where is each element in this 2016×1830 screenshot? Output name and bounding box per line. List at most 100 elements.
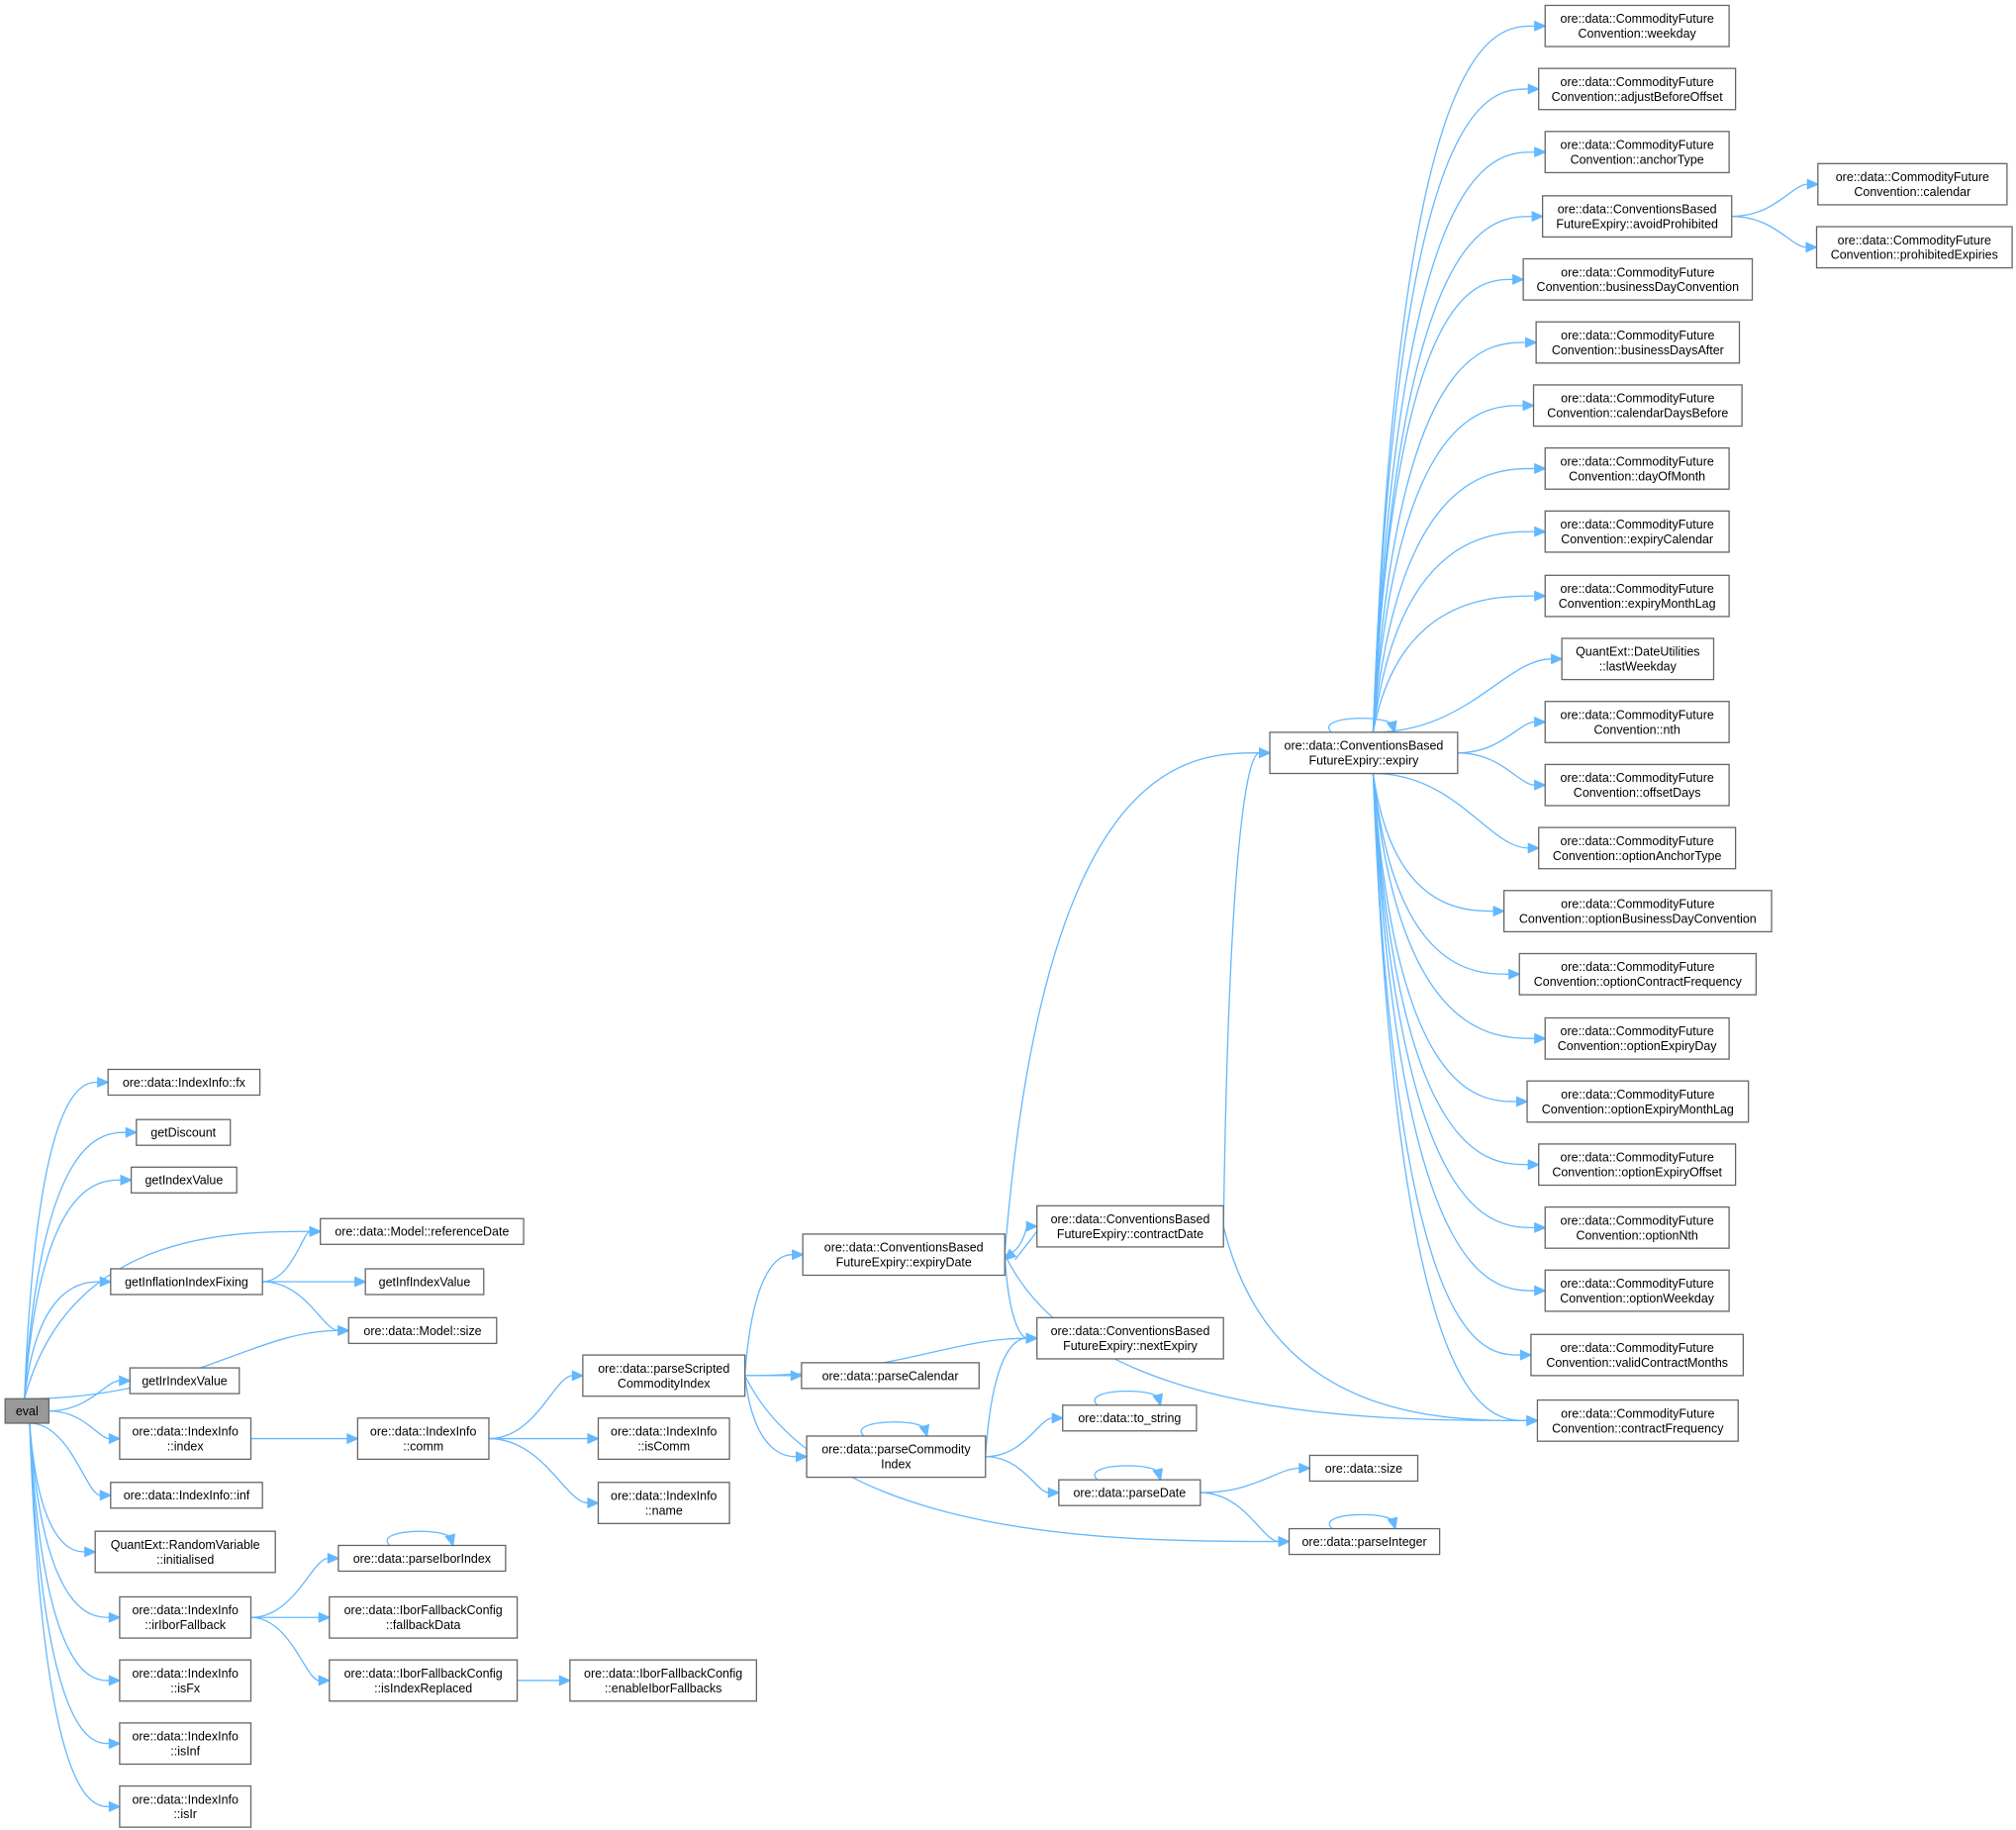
arrowhead <box>318 1675 332 1686</box>
arrowhead <box>587 1497 601 1509</box>
arrowhead <box>309 1225 323 1237</box>
arrowhead <box>1534 1032 1547 1044</box>
arrowhead <box>354 1276 367 1288</box>
node-label: getInfIndexValue <box>379 1275 471 1289</box>
arrowhead <box>918 1423 930 1438</box>
node-get-discount[interactable]: getDiscount <box>136 1118 232 1146</box>
node-option-expiry-month-lag[interactable]: ore::data::CommodityFutureConvention::op… <box>1526 1080 1750 1123</box>
arrowhead <box>1534 1221 1547 1233</box>
node-is-fx[interactable]: ore::data::IndexInfo::isFx <box>119 1659 252 1702</box>
node-box <box>364 1268 485 1296</box>
node-label: Convention::prohibitedExpiries <box>1831 248 1998 262</box>
node-enable-ibor-fallbacks[interactable]: ore::data::IborFallbackConfig::enableIbo… <box>569 1659 758 1702</box>
node-option-expiry-offset[interactable]: ore::data::CommodityFutureConvention::op… <box>1538 1143 1737 1187</box>
node-option-weekday[interactable]: ore::data::CommodityFutureConvention::op… <box>1544 1269 1730 1312</box>
node-parse-integer[interactable]: ore::data::parseInteger <box>1288 1527 1441 1556</box>
node-ir-ibor-fallback[interactable]: ore::data::IndexInfo::irIborFallback <box>119 1595 252 1639</box>
node-option-business-day-convention[interactable]: ore::data::CommodityFutureConvention::op… <box>1502 890 1773 933</box>
node-label: ore::data::Model::size <box>363 1324 481 1338</box>
node-reference-date[interactable]: ore::data::Model::referenceDate <box>320 1217 525 1245</box>
node-label: CommodityIndex <box>618 1377 711 1391</box>
node-fallback-data[interactable]: ore::data::IborFallbackConfig::fallbackD… <box>329 1595 519 1639</box>
node-is-comm[interactable]: ore::data::IndexInfo::isComm <box>597 1417 730 1461</box>
node-box <box>1036 1316 1224 1360</box>
node-option-anchor-type[interactable]: ore::data::CommodityFutureConvention::op… <box>1538 826 1737 870</box>
node-expiry-calendar[interactable]: ore::data::CommodityFutureConvention::ex… <box>1544 510 1730 553</box>
node-index[interactable]: ore::data::IndexInfo::index <box>119 1417 252 1461</box>
edge-expiry-to-contract-frequency <box>1372 773 1540 1426</box>
node-expiry-date[interactable]: ore::data::ConventionsBasedFutureExpiry:… <box>802 1233 1006 1277</box>
arrowhead <box>99 1276 113 1288</box>
node-label: ::initialised <box>156 1553 214 1567</box>
node-parse-ibor-index[interactable]: ore::data::parseIborIndex <box>337 1544 507 1573</box>
node-avoid-prohibited[interactable]: ore::data::ConventionsBasedFutureExpiry:… <box>1541 195 1733 239</box>
node-contract-date[interactable]: ore::data::ConventionsBasedFutureExpiry:… <box>1036 1204 1224 1248</box>
node-get-ir-index-value[interactable]: getIrIndexValue <box>129 1367 240 1395</box>
node-size[interactable]: ore::data::size <box>1308 1454 1419 1483</box>
edge-expiry-to-business-days-after <box>1372 337 1538 732</box>
node-option-contract-frequency[interactable]: ore::data::CommodityFutureConvention::op… <box>1518 952 1758 996</box>
edge-avoid-prohibited-to-prohibited-expiries <box>1731 215 1819 253</box>
node-label: ::index <box>167 1439 205 1453</box>
node-expiry-month-lag[interactable]: ore::data::CommodityFutureConvention::ex… <box>1544 574 1730 618</box>
node-is-inf[interactable]: ore::data::IndexInfo::isInf <box>119 1722 252 1766</box>
node-box <box>806 1435 987 1479</box>
node-eval[interactable]: eval <box>4 1397 50 1424</box>
node-contract-frequency[interactable]: ore::data::CommodityFutureConvention::co… <box>1536 1398 1739 1442</box>
node-fx[interactable]: ore::data::IndexInfo::fx <box>107 1068 261 1097</box>
edge-parse-commodity-index-to-next-expiry <box>985 1332 1039 1457</box>
edge-expiry-to-option-weekday <box>1372 773 1547 1297</box>
arrowhead <box>1525 337 1538 348</box>
node-weekday[interactable]: ore::data::CommodityFutureConvention::we… <box>1544 4 1730 48</box>
node-to-string[interactable]: ore::data::to_string <box>1062 1404 1198 1432</box>
node-anchor-type[interactable]: ore::data::CommodityFutureConvention::an… <box>1544 131 1730 174</box>
node-valid-contract-months[interactable]: ore::data::CommodityFutureConvention::va… <box>1530 1333 1745 1377</box>
node-model-size[interactable]: ore::data::Model::size <box>347 1316 498 1345</box>
node-get-inflation-index-fixing[interactable]: getInflationIndexFixing <box>110 1268 263 1296</box>
node-label: ore::data::IndexInfo <box>611 1490 718 1503</box>
node-calendar-days-before[interactable]: ore::data::CommodityFutureConvention::ca… <box>1532 384 1743 428</box>
node-nth[interactable]: ore::data::CommodityFutureConvention::nt… <box>1544 701 1730 743</box>
arrowhead <box>97 1076 110 1089</box>
node-box <box>1058 1479 1201 1506</box>
node-label: FutureExpiry::contractDate <box>1057 1227 1203 1241</box>
node-inf[interactable]: ore::data::IndexInfo::inf <box>110 1482 263 1509</box>
node-parse-calendar[interactable]: ore::data::parseCalendar <box>801 1362 980 1390</box>
node-get-inf-index-value[interactable]: getInfIndexValue <box>364 1268 485 1296</box>
node-comm[interactable]: ore::data::IndexInfo::comm <box>356 1417 490 1461</box>
node-label: ore::data::IndexInfo::inf <box>124 1489 250 1502</box>
node-parse-date[interactable]: ore::data::parseDate <box>1058 1479 1201 1506</box>
node-option-expiry-day[interactable]: ore::data::CommodityFutureConvention::op… <box>1544 1016 1730 1060</box>
node-label: ::irIborFallback <box>144 1618 227 1632</box>
node-label: Index <box>881 1458 912 1472</box>
edge-expiry-to-business-day-convention <box>1372 273 1525 732</box>
node-adjust-before-offset[interactable]: ore::data::CommodityFutureConvention::ad… <box>1538 67 1737 111</box>
node-is-index-replaced[interactable]: ore::data::IborFallbackConfig::isIndexRe… <box>329 1659 519 1702</box>
node-calendar[interactable]: ore::data::CommodityFutureConvention::ca… <box>1817 162 2008 206</box>
node-expiry[interactable]: ore::data::ConventionsBasedFutureExpiry:… <box>1269 731 1459 775</box>
node-is-ir[interactable]: ore::data::IndexInfo::isIr <box>119 1784 252 1828</box>
node-initialised[interactable]: QuantExt::RandomVariable::initialised <box>94 1530 276 1574</box>
node-next-expiry[interactable]: ore::data::ConventionsBasedFutureExpiry:… <box>1036 1316 1224 1360</box>
node-label: ore::data::CommodityFuture <box>1838 234 1991 247</box>
node-name[interactable]: ore::data::IndexInfo::name <box>597 1482 730 1525</box>
edge-contract-date-to-expiry-date <box>1004 1230 1038 1261</box>
node-option-nth[interactable]: ore::data::CommodityFutureConvention::op… <box>1544 1205 1730 1249</box>
edge-ir-ibor-fallback-to-parse-ibor-index <box>250 1552 340 1618</box>
node-get-index-value[interactable]: getIndexValue <box>130 1166 238 1194</box>
node-prohibited-expiries[interactable]: ore::data::CommodityFutureConvention::pr… <box>1815 226 2013 269</box>
node-label: ore::data::CommodityFuture <box>1561 898 1714 912</box>
node-business-day-convention[interactable]: ore::data::CommodityFutureConvention::bu… <box>1522 257 1754 301</box>
node-day-of-month[interactable]: ore::data::CommodityFutureConvention::da… <box>1544 446 1730 490</box>
node-box <box>1817 162 2008 206</box>
node-business-days-after[interactable]: ore::data::CommodityFutureConvention::bu… <box>1535 321 1741 364</box>
node-box <box>337 1544 507 1573</box>
edge-parse-integer-to-parse-integer <box>1328 1513 1398 1531</box>
node-last-weekday[interactable]: QuantExt::DateUtilities::lastWeekday <box>1561 637 1715 681</box>
node-label: ore::data::CommodityFuture <box>1561 1341 1714 1355</box>
node-label: Convention::calendarDaysBefore <box>1547 407 1728 421</box>
edge-eval-to-get-ir-index-value <box>48 1375 132 1412</box>
node-offset-days[interactable]: ore::data::CommodityFutureConvention::of… <box>1544 763 1730 807</box>
